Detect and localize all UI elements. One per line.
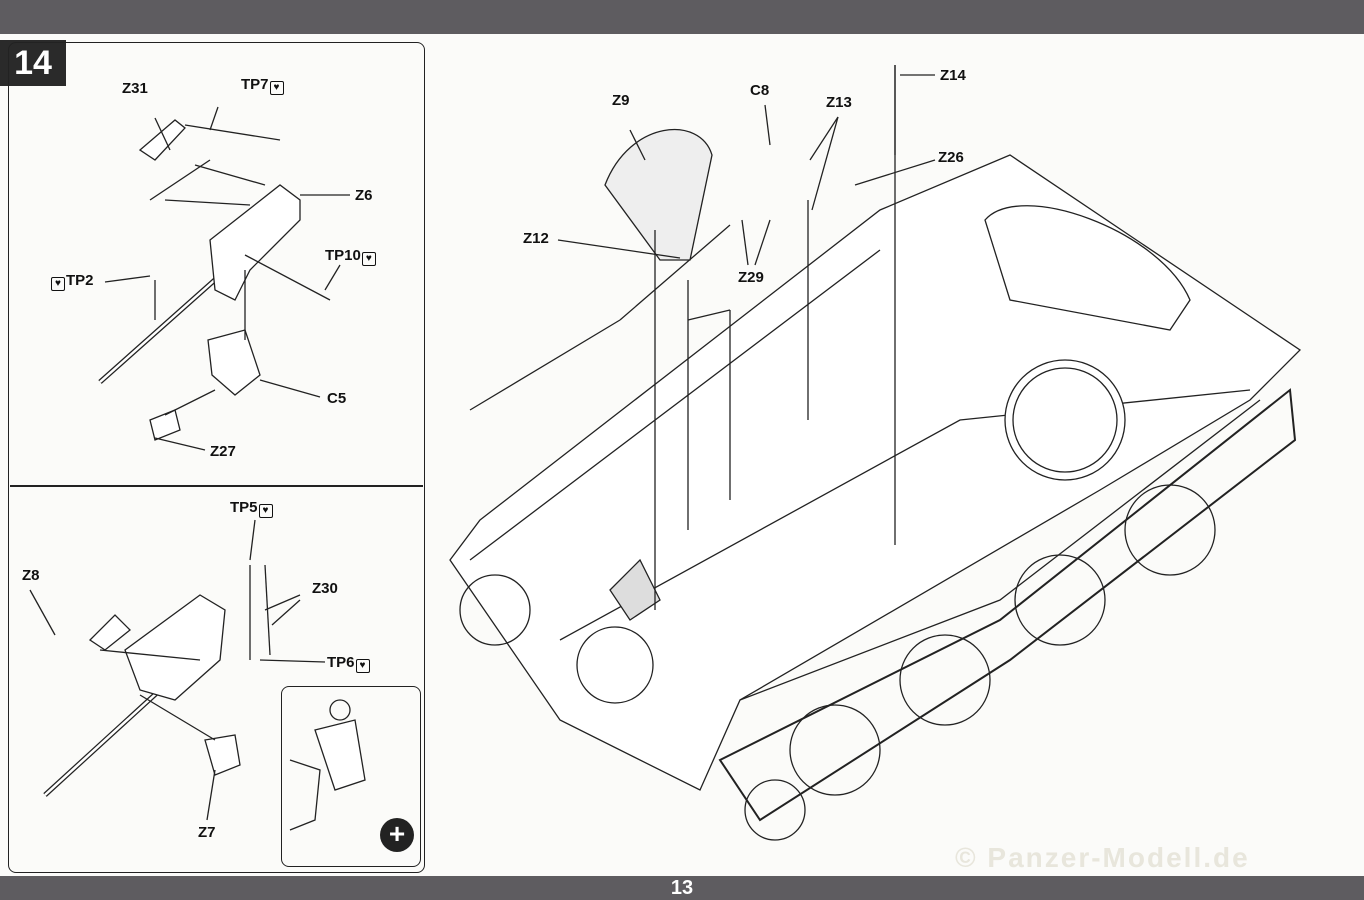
part-label-z29: Z29 xyxy=(738,269,764,286)
top-bar xyxy=(0,0,1364,34)
part-label-z7: Z7 xyxy=(198,824,216,841)
part-label-tp7: TP7♥ xyxy=(241,76,285,95)
part-label-z31: Z31 xyxy=(122,80,148,97)
broken-heart-icon: ♥ xyxy=(269,81,284,95)
mg-lower-drawing xyxy=(29,519,326,821)
part-label-c8: C8 xyxy=(750,82,770,99)
part-label-tp10: TP10♥ xyxy=(325,247,377,266)
part-label-z12: Z12 xyxy=(523,230,549,247)
part-label-tp2: ♥TP2 xyxy=(50,272,94,291)
part-label-z6: Z6 xyxy=(355,187,373,204)
broken-heart-icon: ♥ xyxy=(51,277,65,291)
part-label-z14: Z14 xyxy=(940,67,966,84)
mg-upper-drawing xyxy=(98,106,350,451)
tp10-text: TP10 xyxy=(325,247,361,264)
part-label-z8: Z8 xyxy=(22,567,40,584)
panel-divider xyxy=(10,485,423,487)
tp2-text: TP2 xyxy=(66,272,94,289)
inset-detail-drawing xyxy=(289,699,366,831)
broken-heart-icon: ♥ xyxy=(258,504,273,518)
part-label-z30: Z30 xyxy=(312,580,338,597)
tp5-text: TP5 xyxy=(230,499,258,516)
detail-inset-box xyxy=(281,686,421,867)
tp7-text: TP7 xyxy=(241,76,269,93)
sub-assembly-panel xyxy=(8,42,425,873)
tank-drawing xyxy=(449,65,1302,841)
part-label-tp5: TP5♥ xyxy=(230,499,274,518)
broken-heart-icon: ♥ xyxy=(355,659,370,673)
magnify-plus-icon: + xyxy=(380,818,414,852)
broken-heart-icon: ♥ xyxy=(361,252,376,266)
part-label-tp6: TP6♥ xyxy=(327,654,371,673)
part-label-c5: C5 xyxy=(327,390,347,407)
part-label-z13: Z13 xyxy=(826,94,852,111)
page-number: 13 xyxy=(670,877,694,899)
tp6-text: TP6 xyxy=(327,654,355,671)
bottom-bar xyxy=(0,876,1364,900)
part-label-z26: Z26 xyxy=(938,149,964,166)
part-label-z9: Z9 xyxy=(612,92,630,109)
part-label-z27: Z27 xyxy=(210,443,236,460)
watermark: © Panzer-Modell.de xyxy=(955,842,1250,873)
